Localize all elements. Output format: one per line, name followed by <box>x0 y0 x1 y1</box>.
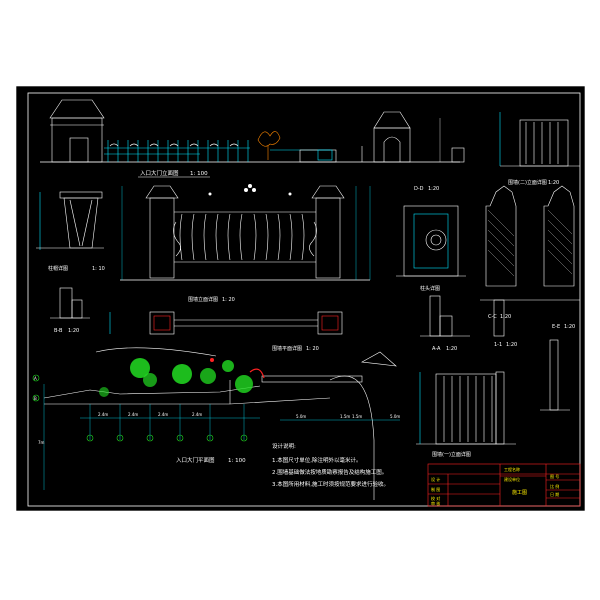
title-block-project: 工程名称 <box>504 466 520 472</box>
title-block-row-1: 设 计 <box>431 476 440 482</box>
front-elevation-scale: 1: 100 <box>190 171 208 177</box>
title-block-row-2: 制 图 <box>431 486 440 492</box>
title-block-row-3: 校 对 <box>431 495 440 501</box>
title-block-right-1: 图 号 <box>550 473 559 479</box>
gate2-elevation-title: 围墙(二)立面详图 <box>508 179 547 186</box>
notes-line-1: 1.本图尺寸单位,除注明外以毫米计。 <box>272 456 362 464</box>
gate2-elevation-detail <box>499 112 580 167</box>
entrance-plan-view <box>43 347 397 500</box>
plan-dim-3: 2.4m <box>158 412 168 417</box>
notes-line-3: 3.本图所用材料,施工时须按规范要求进行验收。 <box>272 480 389 488</box>
title-block-row-4: 审 核 <box>431 500 440 506</box>
axis-row-b: B <box>34 396 37 401</box>
notes-heading: 设计说明: <box>272 442 296 450</box>
gate-elevation-scale: 1: 20 <box>222 297 235 303</box>
section-a-title: A-A <box>432 346 441 352</box>
gate2-elevation-scale: 1:20 <box>548 180 559 186</box>
pillar-top-scale: 1: 10 <box>92 266 105 272</box>
plan-axis-grid <box>43 384 260 490</box>
plan-dim-7: 1.5m <box>352 414 362 419</box>
plan-dim-9: 7m <box>38 440 45 445</box>
gate-plan-scale: 1: 20 <box>306 346 319 352</box>
entrance-plan-title: 入口大门平面图 <box>176 456 215 464</box>
plan-dim-4: 2.4m <box>192 412 202 417</box>
section-c-title: C-C <box>488 314 497 320</box>
gatehouse-body <box>373 127 411 163</box>
title-block-client: 建设单位 <box>504 476 520 482</box>
planting-shrubs <box>99 358 265 397</box>
gate-elevation-title: 围墙立面详图 <box>188 296 218 303</box>
pillar-hatch <box>487 209 573 277</box>
section-b-scale: 1:20 <box>68 328 79 334</box>
gate-finials <box>208 184 292 196</box>
section-d-title: D-D <box>414 186 424 192</box>
section-e-title: E-E <box>552 324 560 330</box>
pillar-top-title: 柱帽详图 <box>48 265 68 272</box>
gate-plan-detail <box>109 311 343 335</box>
title-block-right-2: 比 例 <box>550 483 559 489</box>
gate1-elevation-title: 围墙(一)立面详图 <box>432 451 471 458</box>
gate-dim-lines <box>121 186 371 280</box>
plan-dim-6: 1.5m <box>340 414 350 419</box>
section-b-title: B-B <box>54 328 63 334</box>
front-elevation-title: 入口大门立面图 <box>140 169 179 177</box>
gate-plan-title: 围墙平面详图 <box>272 345 302 352</box>
section-e-scale: 1:20 <box>564 324 575 330</box>
section-1-title: 1-1 <box>494 342 502 348</box>
plan-dim-1: 2.4m <box>98 412 108 417</box>
section-1-scale: 1:20 <box>506 342 517 348</box>
gatehouse-arch <box>383 136 401 162</box>
axis-row-a: A <box>34 376 37 381</box>
pillar-top-detail <box>36 191 104 250</box>
title-block <box>427 463 581 507</box>
front-elevation-view <box>40 99 465 163</box>
axis-bubbles <box>32 374 248 442</box>
drawing-area <box>15 85 586 512</box>
section-a-scale: 1:20 <box>446 346 457 352</box>
gate-elevation-detail <box>120 185 370 281</box>
gate1-elevation-detail <box>416 371 516 445</box>
fence-ornaments <box>109 143 239 147</box>
title-block-right-3: 日 期 <box>550 491 559 497</box>
pillar-detail-title: 柱头详图 <box>420 285 440 292</box>
fence-panels <box>104 140 330 162</box>
plan-dim-2: 2.4m <box>128 412 138 417</box>
plan-dim-8: 5.0m <box>390 414 400 419</box>
inner-frame <box>27 92 581 507</box>
section-b-detail <box>50 287 90 319</box>
pillar-detail-right <box>396 205 466 277</box>
section-c-scale: 1:20 <box>500 314 511 320</box>
title-block-drawing-name: 施工图 <box>512 489 527 496</box>
plan-dim-5: 5.0m <box>296 414 306 419</box>
section-d-scale: 1:20 <box>428 186 439 192</box>
entrance-plan-scale: 1: 100 <box>228 458 246 464</box>
gate-bars <box>173 213 317 261</box>
notes-line-2: 2.围墙基础做法按地质勘察报告及结构施工图。 <box>272 468 387 476</box>
tree-ornament <box>257 131 281 160</box>
small-sections <box>420 295 570 411</box>
